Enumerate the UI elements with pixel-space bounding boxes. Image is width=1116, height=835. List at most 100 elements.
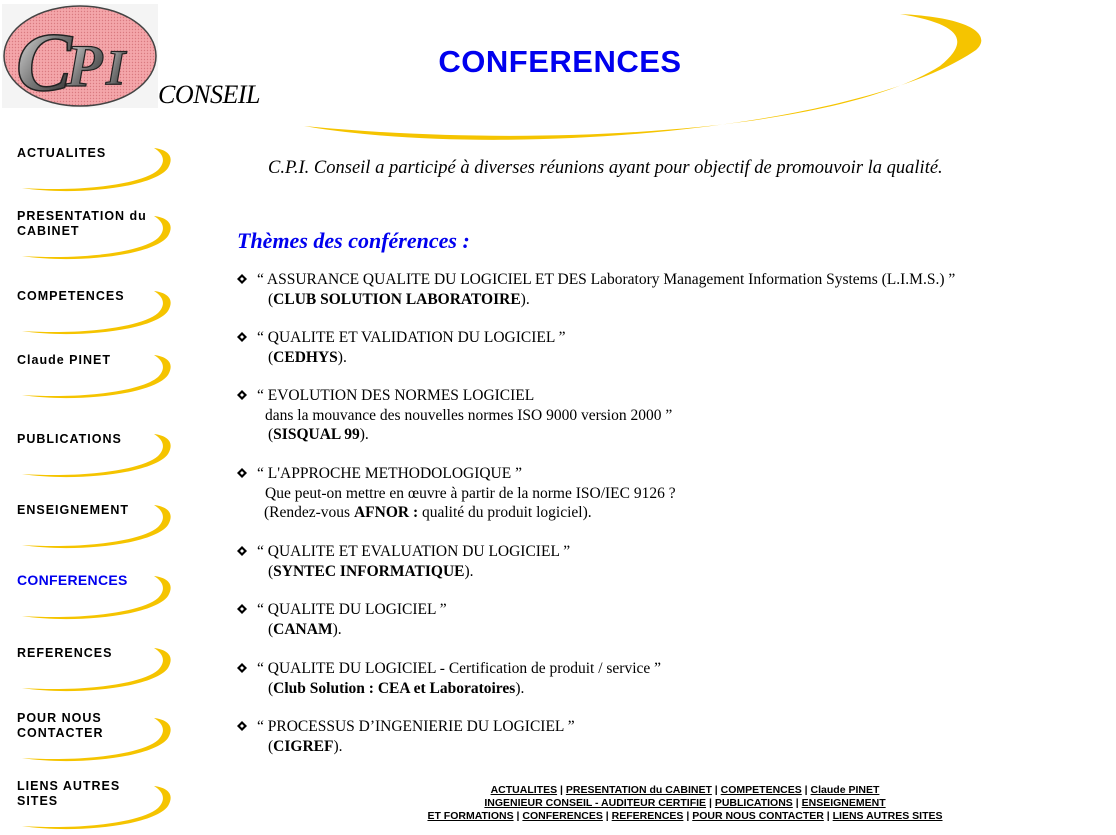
organizer-suffix: ).: [520, 290, 530, 308]
diamond-bullet-icon: [237, 332, 247, 342]
footer-link-formations[interactable]: ET FORMATIONS: [427, 810, 514, 822]
organizer-prefix: (: [268, 290, 274, 308]
conference-item: “ EVOLUTION DES NORMES LOGICIEL dans la m…: [237, 386, 672, 445]
sidebar-item-label: CONFERENCES: [17, 572, 128, 588]
footer-link-references[interactable]: REFERENCES: [611, 810, 684, 822]
conference-organizer: (Club Solution : CEA et Laboratoires).: [268, 679, 672, 699]
sidebar-item-references[interactable]: REFERENCES: [14, 640, 184, 696]
sidebar-item-label: ACTUALITES: [17, 146, 107, 160]
organizer-prefix: (Rendez-vous: [264, 504, 354, 521]
diamond-bullet-icon: [237, 663, 247, 673]
sidebar-item-competences[interactable]: COMPETENCES: [14, 283, 184, 339]
themes-heading: Thèmes des conférences :: [237, 228, 470, 253]
organizer-suffix: ).: [515, 679, 525, 697]
organizer-name: Club Solution : CEA et Laboratoires: [273, 679, 516, 697]
logo-conseil-text: CONSEIL: [158, 80, 260, 109]
sidebar-item-label: LIENS AUTRES SITES: [17, 779, 121, 808]
sidebar-item-label: ENSEIGNEMENT: [17, 503, 130, 517]
conference-item: “ QUALITE ET VALIDATION DU LOGICIEL ” (CE…: [237, 328, 566, 367]
diamond-bullet-icon: [237, 468, 247, 478]
conference-organizer: (CIGREF).: [268, 737, 586, 757]
sidebar-item-liens-autres-sites[interactable]: LIENS AUTRES SITES: [14, 778, 184, 834]
organizer-prefix: (: [268, 737, 274, 755]
conference-item: “ QUALITE ET EVALUATION DU LOGICIEL ” (SY…: [237, 542, 570, 581]
footer-link-conferences[interactable]: CONFERENCES: [522, 810, 603, 822]
sidebar-item-enseignement[interactable]: ENSEIGNEMENT: [14, 497, 184, 553]
diamond-bullet-icon: [237, 274, 247, 284]
diamond-bullet-icon: [237, 546, 247, 556]
intro-text: C.P.I. Conseil a participé à diverses ré…: [268, 158, 943, 178]
organizer-name: AFNOR :: [353, 504, 419, 521]
organizer-name: CIGREF: [273, 737, 334, 755]
organizer-suffix: ).: [333, 737, 343, 755]
svg-text:P: P: [65, 33, 104, 99]
conference-organizer: (SYNTEC INFORMATIQUE).: [268, 562, 581, 582]
sidebar-item-label: PRESENTATION du CABINET: [17, 209, 147, 238]
organizer-prefix: (: [268, 679, 274, 697]
sidebar-item-label: COMPETENCES: [17, 289, 125, 303]
organizer-suffix: ).: [359, 426, 369, 443]
page-title: CONFERENCES: [438, 44, 682, 79]
organizer-suffix: ).: [332, 620, 342, 638]
diamond-bullet-icon: [237, 390, 247, 400]
diamond-bullet-icon: [237, 604, 247, 614]
sidebar-item-label: REFERENCES: [17, 646, 113, 660]
conference-item: “ PROCESSUS D’INGENIERIE DU LOGICIEL ” (C…: [237, 717, 575, 756]
footer-link-claude-pinet[interactable]: Claude PINET: [810, 784, 880, 796]
footer-link-actualites[interactable]: ACTUALITES: [490, 784, 558, 796]
organizer-prefix: (: [268, 426, 274, 443]
conference-item: “ L'APPROCHE METHODOLOGIQUE ” Que peut-on…: [237, 464, 676, 523]
footer-link-publications[interactable]: PUBLICATIONS: [714, 797, 793, 809]
conference-subtitle: dans la mouvance des nouvelles normes IS…: [265, 406, 673, 424]
sidebar-item-claude-pinet[interactable]: Claude PINET: [14, 347, 184, 403]
conference-title: “ L'APPROCHE METHODOLOGIQUE ”: [257, 465, 522, 482]
conference-title: “ QUALITE DU LOGICIEL ”: [257, 601, 447, 618]
footer-link-liens[interactable]: LIENS AUTRES SITES: [832, 810, 943, 822]
organizer-prefix: (: [268, 562, 274, 580]
footer-links: ACTUALITES | PRESENTATION du CABINET | C…: [427, 784, 943, 822]
conference-organizer: (SISQUAL 99).: [268, 425, 675, 445]
organizer-name: CEDHYS: [273, 348, 338, 366]
footer-link-contact[interactable]: POUR NOUS CONTACTER: [692, 810, 824, 822]
conference-organizer: (CLUB SOLUTION LABORATOIRE).: [268, 290, 966, 310]
conference-organizer: (CANAM).: [268, 620, 458, 640]
conference-title: “ QUALITE DU LOGICIEL - Certification de…: [257, 660, 662, 677]
conference-organizer: (CEDHYS).: [268, 348, 577, 368]
sidebar-item-presentation-du-cabinet[interactable]: PRESENTATION du CABINET: [14, 208, 184, 264]
organizer-prefix: (: [268, 348, 274, 366]
sidebar-item-conferences[interactable]: CONFERENCES: [14, 568, 184, 624]
conference-item: “ ASSURANCE QUALITE DU LOGICIEL ET DES L…: [237, 270, 955, 309]
sidebar-item-label: Claude PINET: [17, 353, 111, 367]
conference-subtitle: Que peut-on mettre en œuvre à partir de …: [265, 484, 676, 502]
footer-link-enseignement[interactable]: ENSEIGNEMENT: [801, 797, 886, 809]
conference-item: “ QUALITE DU LOGICIEL ” (CANAM).: [237, 600, 447, 639]
cpi-logo: C P I: [2, 4, 158, 110]
conference-title: “ QUALITE ET VALIDATION DU LOGICIEL ”: [257, 329, 566, 346]
sidebar-item-label: PUBLICATIONS: [17, 432, 122, 446]
footer-link-competences[interactable]: COMPETENCES: [720, 784, 802, 796]
conference-organizer: (Rendez-vous AFNOR : qualité du produit …: [264, 503, 675, 523]
header-swoosh: [304, 14, 982, 140]
organizer-name: CANAM: [273, 620, 333, 638]
organizer-name: SYNTEC INFORMATIQUE: [273, 562, 465, 580]
footer-link-ingenieur-conseil[interactable]: INGENIEUR CONSEIL - AUDITEUR CERTIFIE: [484, 797, 707, 809]
footer-link-presentation[interactable]: PRESENTATION du CABINET: [565, 784, 712, 796]
sidebar-item-actualites[interactable]: ACTUALITES: [14, 140, 184, 196]
svg-text:I: I: [105, 39, 127, 95]
conference-title: “ PROCESSUS D’INGENIERIE DU LOGICIEL ”: [257, 718, 575, 735]
sidebar-item-label: POUR NOUS CONTACTER: [17, 711, 104, 740]
sidebar-item-pour-nous-contacter[interactable]: POUR NOUS CONTACTER: [14, 710, 184, 766]
organizer-suffix: qualité du produit logiciel).: [418, 504, 592, 521]
diamond-bullet-icon: [237, 721, 247, 731]
conference-title: “ ASSURANCE QUALITE DU LOGICIEL ET DES L…: [257, 271, 956, 288]
organizer-name: CLUB SOLUTION LABORATOIRE: [273, 290, 521, 308]
conference-title: “ EVOLUTION DES NORMES LOGICIEL: [257, 387, 535, 404]
conference-title: “ QUALITE ET EVALUATION DU LOGICIEL ”: [257, 543, 571, 560]
organizer-prefix: (: [268, 620, 274, 638]
organizer-suffix: ).: [337, 348, 347, 366]
organizer-suffix: ).: [464, 562, 474, 580]
conference-item: “ QUALITE DU LOGICIEL - Certification de…: [237, 659, 661, 698]
sidebar-item-publications[interactable]: PUBLICATIONS: [14, 426, 184, 482]
svg-text:C: C: [16, 16, 73, 108]
organizer-name: SISQUAL 99: [273, 426, 360, 443]
